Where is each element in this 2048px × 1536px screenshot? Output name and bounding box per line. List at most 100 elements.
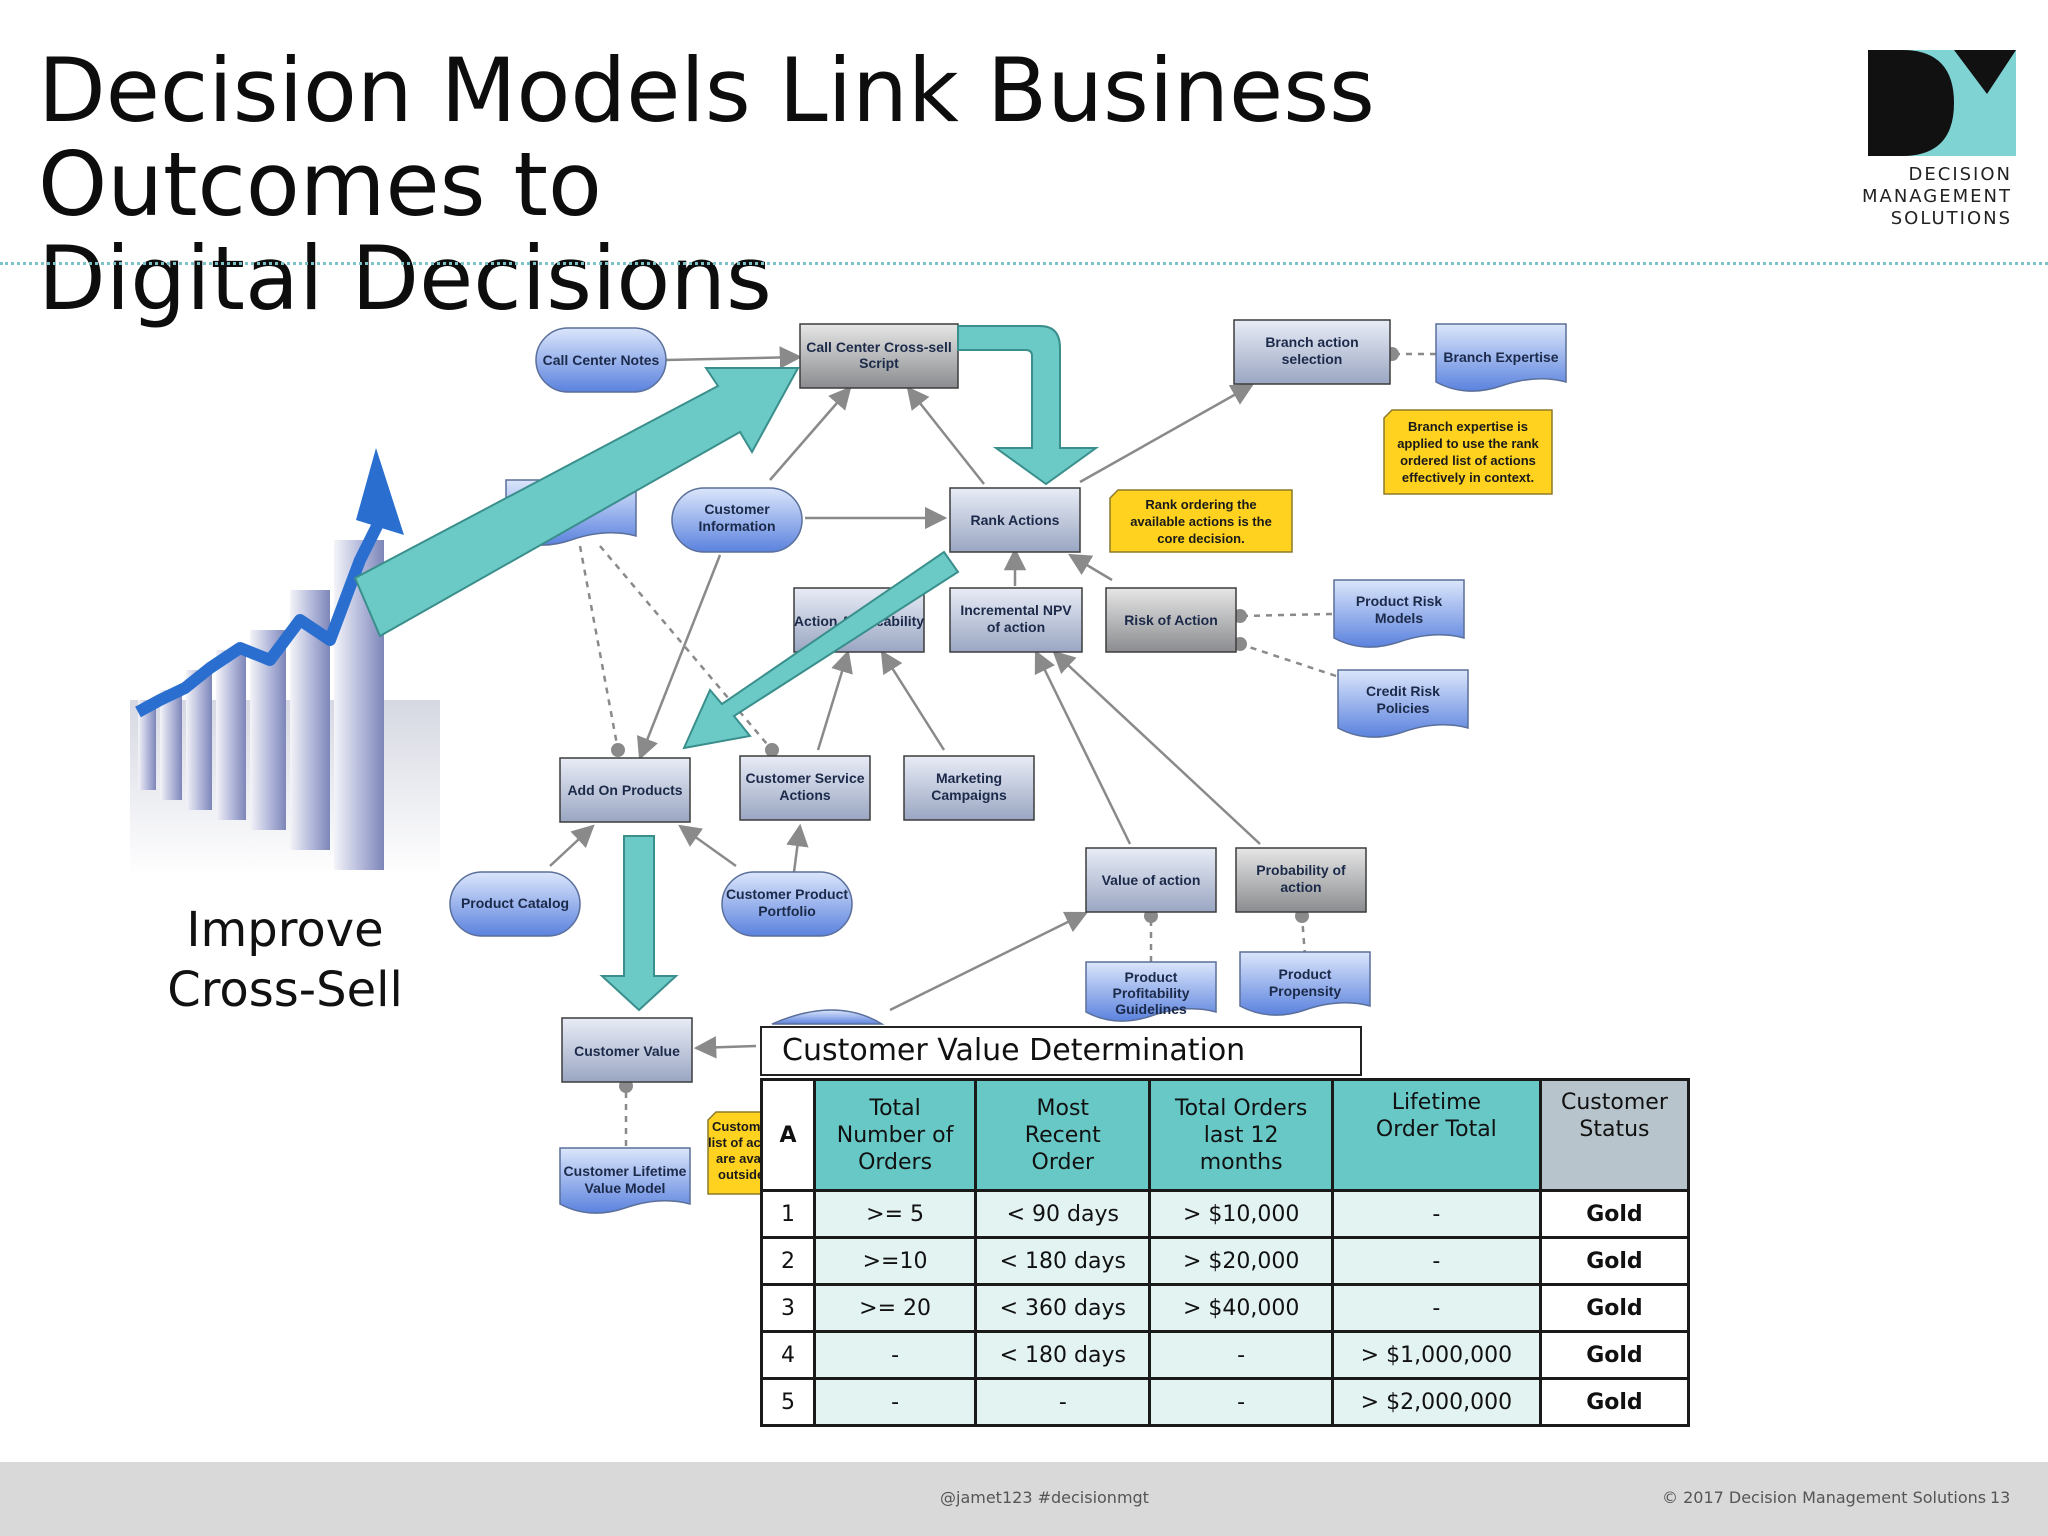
knowledge-product-risk-models: Product Risk Models — [1333, 579, 1465, 648]
svg-text:Customer Lifetime: Customer Lifetime — [564, 1163, 687, 1179]
svg-text:Customer: Customer — [704, 501, 770, 517]
svg-text:are available: are available — [716, 1151, 794, 1166]
svg-text:Customer: Customer — [712, 1119, 773, 1134]
decision-model-diagram: Call Center Notes Customer Information P… — [130, 319, 1567, 1214]
knowledge-branch-expertise: Branch Expertise — [1435, 323, 1567, 392]
teal-arrow-to-customer-value — [599, 835, 679, 1012]
decision-value-of-action: Value of action — [1085, 847, 1217, 913]
decision-add-on-products: Add On Products — [559, 757, 691, 823]
decision-customer-value: Customer Value — [561, 1017, 693, 1083]
svg-text:outside: outside — [718, 1167, 764, 1182]
svg-text:Propensity: Propensity — [1269, 983, 1342, 999]
title-divider — [0, 262, 2048, 265]
decision-customer-service-actions: Customer Service Actions — [739, 755, 871, 821]
decision-rank-actions: Rank Actions — [949, 487, 1081, 553]
footer-handle: @jamet123 #decisionmgt — [940, 1488, 1149, 1507]
svg-text:Product: Product — [1125, 969, 1178, 985]
svg-text:Policies: Policies — [1377, 700, 1430, 716]
svg-text:Branch expertise is: Branch expertise is — [1408, 419, 1528, 434]
company-logo: DECISION MANAGEMENT SOLUTIONS — [1862, 48, 2022, 229]
svg-text:Incremental NPV: Incremental NPV — [960, 602, 1072, 618]
svg-text:Value of action: Value of action — [1102, 872, 1201, 888]
svg-text:selection: selection — [1282, 351, 1343, 367]
svg-text:Information: Information — [699, 518, 776, 534]
svg-text:Customer Value: Customer Value — [574, 1043, 680, 1059]
page-number: 13 — [1990, 1488, 2011, 1507]
input-call-center-notes-label: Call Center Notes — [543, 352, 660, 368]
svg-text:Marketing: Marketing — [936, 770, 1002, 786]
svg-text:effectively in context.: effectively in context. — [1402, 470, 1534, 485]
svg-text:Customer Service: Customer Service — [745, 770, 864, 786]
svg-text:Risk of Action: Risk of Action — [1124, 612, 1218, 628]
note-branch-expertise: Branch expertise is applied to use the r… — [1383, 409, 1553, 495]
svg-text:Probability of: Probability of — [1256, 862, 1346, 878]
svg-text:Rank Actions: Rank Actions — [971, 512, 1060, 528]
big-teal-arrow — [353, 367, 800, 638]
svg-text:action: action — [1280, 879, 1321, 895]
slide-footer: @jamet123 #decisionmgt © 2017 Decision M… — [0, 1462, 2048, 1536]
svg-text:Credit Risk: Credit Risk — [1366, 683, 1440, 699]
decision-risk-of-action: Risk of Action — [1105, 587, 1237, 653]
svg-text:Branch Expertise: Branch Expertise — [1443, 349, 1558, 365]
input-customer-information: Customer Information — [671, 487, 803, 553]
decision-marketing-campaigns: Marketing Campaigns — [903, 755, 1035, 821]
diagram-knowledge-links — [578, 347, 1436, 1146]
svg-text:Actions: Actions — [779, 787, 831, 803]
svg-text:Branch action: Branch action — [1265, 334, 1358, 350]
input-customer-product-portfolio: Customer Product Portfolio — [721, 871, 853, 937]
decision-table-title: Customer Value Determination — [760, 1026, 1362, 1076]
logo-text: DECISION MANAGEMENT SOLUTIONS — [1862, 164, 2012, 229]
teal-arrow-to-rank — [957, 325, 1100, 486]
svg-text:available actions is the: available actions is the — [1130, 514, 1272, 529]
svg-text:core decision.: core decision. — [1157, 531, 1244, 546]
decision-incremental-npv: Incremental NPV of action — [949, 587, 1083, 653]
note-rank-ordering: Rank ordering the available actions is t… — [1109, 489, 1293, 553]
knowledge-product-propensity: Product Propensity — [1239, 951, 1371, 1016]
svg-text:list of actions: list of actions — [708, 1135, 792, 1150]
svg-text:Product Catalog: Product Catalog — [461, 895, 569, 911]
table-row: 4 - < 180 days - > $1,000,000 Gold — [760, 1330, 1691, 1380]
knowledge-product-profitability: Product Profitability Guidelines — [1085, 961, 1217, 1022]
svg-text:Product: Product — [1279, 966, 1332, 982]
decision-branch-action-selection: Branch action selection — [1233, 319, 1391, 385]
svg-text:of action: of action — [987, 619, 1045, 635]
svg-text:Rank ordering the: Rank ordering the — [1145, 497, 1256, 512]
table-row: 5 - - - > $2,000,000 Gold — [760, 1377, 1691, 1427]
svg-text:Campaigns: Campaigns — [931, 787, 1007, 803]
input-product-catalog: Product Catalog — [449, 871, 581, 937]
logo-mark — [1868, 50, 2016, 156]
teal-arrow-to-add-on — [682, 550, 960, 750]
svg-text:Models: Models — [1375, 610, 1423, 626]
diagram-connectors — [549, 346, 1261, 1059]
input-call-center-notes: Call Center Notes — [535, 327, 667, 393]
svg-text:Script: Script — [859, 355, 899, 371]
svg-text:Customer Product: Customer Product — [726, 886, 848, 902]
knowledge-credit-risk-policies: Credit Risk Policies — [1337, 669, 1469, 738]
table-row: 1 >= 5 < 90 days > $10,000 - Gold — [760, 1189, 1691, 1239]
growth-chart-illustration — [130, 448, 440, 875]
footer-copyright: © 2017 Decision Management Solutions — [1662, 1488, 1987, 1507]
title-line-1: Decision Models Link Business Outcomes t… — [38, 39, 1375, 236]
svg-text:Product Risk: Product Risk — [1356, 593, 1443, 609]
teal-flow-arrows — [353, 325, 1100, 1012]
title-line-2: Digital Decisions — [38, 227, 772, 330]
svg-text:Profitability: Profitability — [1112, 985, 1189, 1001]
input-hidden — [771, 1009, 885, 1025]
svg-text:applied to use the rank: applied to use the rank — [1397, 436, 1539, 451]
improve-cross-sell-caption: Improve Cross-Sell — [167, 902, 403, 1018]
svg-text:Value Model: Value Model — [585, 1180, 666, 1196]
decision-probability-of-action: Probability of action — [1235, 847, 1367, 913]
svg-text:Call Center Cross-sell: Call Center Cross-sell — [806, 339, 952, 355]
svg-text:Add On Products: Add On Products — [567, 782, 682, 798]
hit-policy-cell: A — [760, 1078, 816, 1192]
page-title: Decision Models Link Business Outcomes t… — [38, 44, 1818, 326]
svg-text:Guidelines: Guidelines — [1115, 1001, 1187, 1017]
svg-text:Portfolio: Portfolio — [758, 903, 816, 919]
table-row: 3 >= 20 < 360 days > $40,000 - Gold — [760, 1283, 1691, 1333]
